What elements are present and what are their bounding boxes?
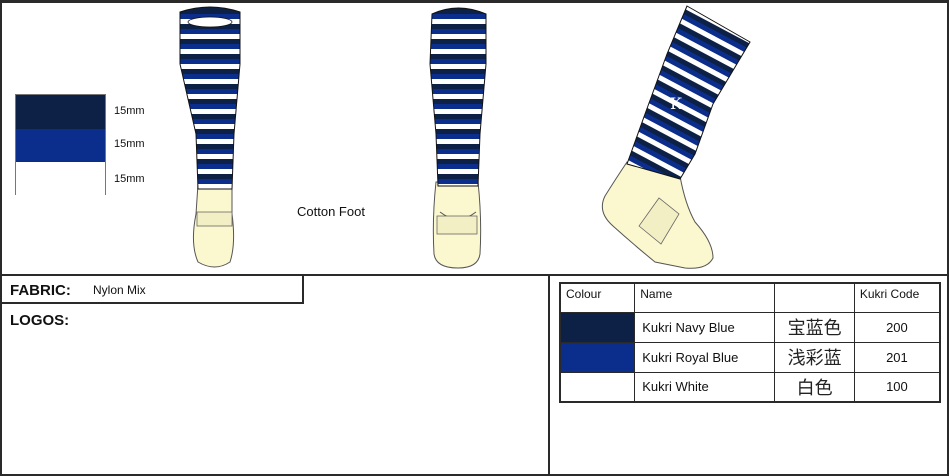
sock-hoop-white (430, 64, 486, 69)
header-name: Name (634, 282, 776, 313)
colour-table: Colour Name Kukri Code Kukri Navy Blue 宝… (559, 282, 941, 403)
sock-hoop-white (180, 154, 240, 159)
sock-hoop-white (430, 94, 486, 99)
sock-hoop-royal (430, 59, 486, 64)
table-row: Kukri Navy Blue 宝蓝色 200 (559, 311, 941, 343)
sock-hoop-royal (180, 74, 240, 79)
stripe-legend (15, 94, 106, 196)
sock-hoop-royal (430, 134, 486, 139)
sock-hoop-royal (430, 104, 486, 109)
header-chinese (774, 282, 855, 313)
sock-hoop-white (430, 139, 486, 144)
sock-hoop-royal (180, 89, 240, 94)
sock-hoop-white (430, 34, 486, 39)
sock-hoop-royal (627, 6, 750, 93)
fabric-value: Nylon Mix (93, 283, 146, 297)
section-divider-horizontal (0, 274, 949, 276)
sock-hoop-white (430, 109, 486, 114)
sock-hoop-white (180, 79, 240, 84)
sock-hoop-royal (180, 149, 240, 154)
kukri-code: 100 (853, 371, 941, 403)
sock-hoop-white (430, 184, 486, 186)
sock-arch-band (436, 215, 478, 235)
sock-hoop-royal (627, 98, 750, 179)
sock-hoop-royal (430, 14, 486, 19)
stripe-width-label: 15mm (114, 173, 145, 185)
sock-hoop-royal (180, 44, 240, 49)
sock-front-view (179, 6, 241, 268)
sock-hoop-white (180, 139, 240, 144)
sock-hoop-royal (430, 164, 486, 169)
sock-hoop-white (180, 169, 240, 174)
sock-hoop-royal (430, 29, 486, 34)
header-kukri-code: Kukri Code (853, 282, 941, 313)
colour-swatch (559, 341, 636, 373)
sock-hoop-royal (430, 74, 486, 79)
table-row: Kukri White 白色 100 (559, 371, 941, 403)
colour-name: Kukri Navy Blue (634, 311, 776, 343)
sock-hoop-royal (180, 14, 240, 19)
sock-hoop-royal (180, 164, 240, 169)
stripe-band-navy (16, 95, 105, 129)
sock-hoop-white (430, 169, 486, 174)
sock-hoop-royal (180, 59, 240, 64)
sock-hoop-royal (180, 29, 240, 34)
colour-swatch (559, 311, 636, 343)
sock-hoop-royal (627, 85, 750, 179)
sock-hoop-white (430, 124, 486, 129)
stripe-width-label: 15mm (114, 105, 145, 117)
fabric-box (2, 276, 304, 304)
logos-label: LOGOS: (10, 312, 70, 329)
cotton-foot-annotation: Cotton Foot (297, 204, 365, 219)
table-row: Kukri Royal Blue 浅彩蓝 201 (559, 341, 941, 373)
sock-hoop-white (180, 184, 240, 189)
colour-name-chinese: 浅彩蓝 (774, 341, 855, 373)
sock-hoop-royal (430, 149, 486, 154)
sock-hoop-royal (430, 119, 486, 124)
table-header-row: Colour Name Kukri Code (559, 282, 941, 313)
kukri-code: 200 (853, 311, 941, 343)
section-divider-vertical (548, 275, 550, 476)
stripe-width-label: 15mm (114, 138, 145, 150)
sock-hoop-white (430, 79, 486, 84)
sock-hoop-white (180, 64, 240, 69)
sock-hoop-royal (430, 179, 486, 184)
sock-hoop-royal (430, 44, 486, 49)
sock-hoop-white (180, 124, 240, 129)
sock-hoop-royal (180, 134, 240, 139)
sock-arch-band (638, 197, 680, 245)
sock-hoop-white (180, 94, 240, 99)
sock-hoop-white (180, 49, 240, 54)
header-colour: Colour (559, 282, 636, 313)
stripe-band-white (16, 162, 105, 196)
colour-swatch (559, 371, 636, 403)
sock-hoop-royal (180, 104, 240, 109)
colour-name-chinese: 宝蓝色 (774, 311, 855, 343)
colour-name-chinese: 白色 (774, 371, 855, 403)
kukri-code: 201 (853, 341, 941, 373)
fabric-label: FABRIC: (10, 282, 71, 299)
sock-side-view: K (601, 5, 751, 269)
sock-arch-band (196, 211, 233, 227)
sock-hoop-white (430, 154, 486, 159)
sock-back-view (429, 7, 487, 269)
sock-hoop-white (627, 6, 750, 98)
sock-hoop-white (180, 109, 240, 114)
sock-hoop-royal (180, 119, 240, 124)
sock-hoop-white (180, 34, 240, 39)
sock-hoop-royal (430, 89, 486, 94)
sock-hoop-white (430, 19, 486, 24)
kukri-logo-mark: K (670, 94, 683, 113)
colour-name: Kukri White (634, 371, 776, 403)
stripe-band-royal (16, 128, 105, 162)
sock-hoop-white (627, 90, 750, 179)
sock-hoop-royal (180, 179, 240, 184)
sock-hoop-white (430, 49, 486, 54)
colour-name: Kukri Royal Blue (634, 341, 776, 373)
